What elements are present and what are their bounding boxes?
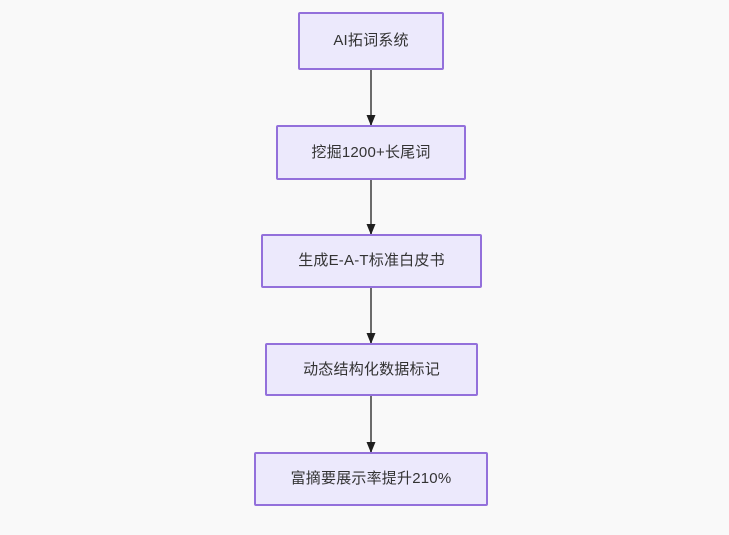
flow-node-generate-eat-whitepaper[interactable]: 生成E-A-T标准白皮书 [261, 234, 482, 288]
flow-node-label: 挖掘1200+长尾词 [311, 143, 431, 161]
flow-node-label: 动态结构化数据标记 [303, 360, 440, 378]
flow-node-mine-longtail-keywords[interactable]: 挖掘1200+长尾词 [276, 125, 466, 180]
flow-node-dynamic-structured-data-markup[interactable]: 动态结构化数据标记 [265, 343, 478, 396]
flow-node-ai-keyword-system[interactable]: AI拓词系统 [298, 12, 444, 70]
flow-node-label: 富摘要展示率提升210% [290, 470, 452, 487]
flow-node-rich-snippet-impression-uplift[interactable]: 富摘要展示率提升210% [254, 452, 488, 506]
flow-node-label: 生成E-A-T标准白皮书 [298, 252, 445, 269]
flow-node-label: AI拓词系统 [333, 32, 409, 49]
